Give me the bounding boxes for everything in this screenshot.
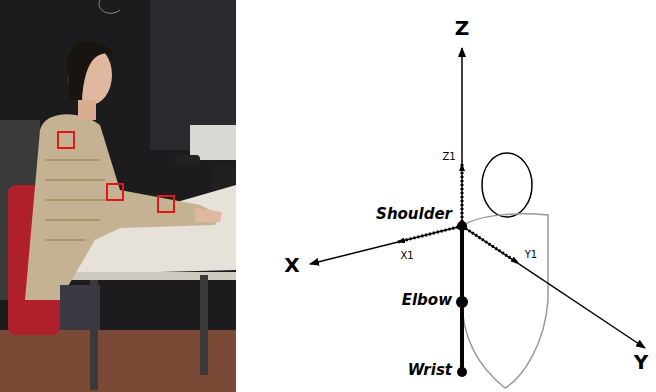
axis-label: X1 bbox=[400, 251, 413, 261]
joint-label: Shoulder bbox=[376, 207, 452, 222]
torso-outline bbox=[462, 214, 548, 388]
x1-axis bbox=[398, 226, 462, 242]
axis-label: Z bbox=[455, 18, 470, 38]
z-axis bbox=[461, 48, 463, 226]
shoulder-joint bbox=[457, 221, 467, 231]
x-axis bbox=[310, 226, 462, 264]
y-axis bbox=[462, 226, 645, 348]
joint-label: Wrist bbox=[408, 363, 452, 378]
joint-label: Elbow bbox=[402, 293, 452, 308]
head-outline bbox=[482, 153, 532, 217]
y1-axis bbox=[462, 226, 518, 263]
axis-label: Y1 bbox=[525, 250, 537, 260]
wrist-joint bbox=[457, 367, 467, 377]
z1-axis bbox=[461, 164, 464, 226]
axis-label: Y bbox=[634, 352, 648, 372]
axis-label: X bbox=[284, 255, 299, 275]
elbow-joint bbox=[456, 296, 468, 308]
axis-label: Z1 bbox=[442, 152, 455, 162]
photo bbox=[0, 0, 236, 392]
